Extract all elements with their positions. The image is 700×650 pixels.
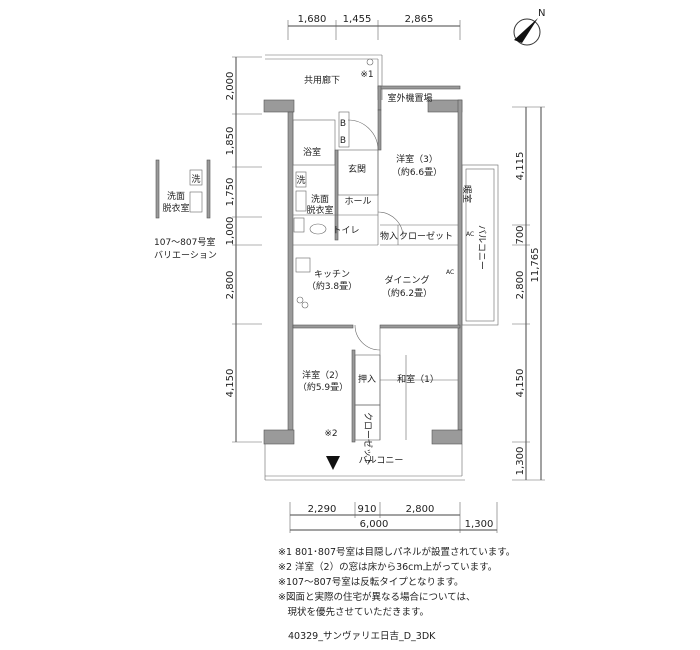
svg-text:脱衣室: 脱衣室 bbox=[162, 202, 189, 214]
room-bath: 浴室 bbox=[303, 146, 321, 158]
room-kitchen: キッチン bbox=[314, 269, 350, 280]
svg-text:バリエーション: バリエーション bbox=[154, 250, 217, 261]
svg-text:N: N bbox=[538, 8, 545, 19]
common-corridor: 共用廊下 ※1 bbox=[265, 54, 383, 100]
dim-right-4: 4,150 bbox=[515, 369, 526, 398]
variation-label: 107〜807号室 bbox=[154, 236, 215, 248]
dim-right-1: 4,115 bbox=[515, 152, 526, 181]
outdoor-unit-space: 室外機置場 bbox=[387, 92, 432, 104]
room-entrance: 玄関 bbox=[348, 163, 366, 175]
dim-right-total: 11,765 bbox=[530, 248, 541, 283]
dim-right-5: 1,300 bbox=[515, 447, 526, 476]
dim-left-1: 2,000 bbox=[225, 72, 236, 101]
north-compass-icon: N bbox=[513, 8, 545, 46]
svg-text:洗: 洗 bbox=[296, 174, 305, 186]
balcony-right: バルコニー bbox=[476, 225, 487, 270]
svg-text:（約3.8畳）: （約3.8畳） bbox=[307, 280, 357, 292]
ac-icon: AC bbox=[446, 269, 454, 276]
svg-text:暖室: 暖室 bbox=[461, 185, 473, 203]
svg-text:洗: 洗 bbox=[191, 173, 200, 185]
svg-text:洗面: 洗面 bbox=[167, 190, 185, 202]
svg-text:※1: ※1 bbox=[360, 70, 373, 80]
arrow-down-icon bbox=[326, 456, 340, 470]
dim-top-3: 2,865 bbox=[405, 14, 434, 25]
room-closet: クローゼット bbox=[399, 230, 453, 242]
interior-lines bbox=[264, 111, 499, 481]
walls bbox=[263, 85, 463, 445]
svg-text:※2: ※2 bbox=[324, 429, 337, 439]
note: 現状を優先させていただきます。 bbox=[278, 607, 430, 618]
note: ※107〜807号室は反転タイプとなります。 bbox=[278, 577, 464, 588]
svg-text:共用廊下: 共用廊下 bbox=[304, 74, 340, 86]
dim-left-3: 1,750 bbox=[225, 178, 236, 207]
dim-left-5: 2,800 bbox=[225, 271, 236, 300]
room-storage: 物入 bbox=[380, 230, 398, 242]
dim-top-2: 1,455 bbox=[343, 14, 372, 25]
dim-top-1: 1,680 bbox=[298, 14, 327, 25]
room-closet-vertical: クローゼット bbox=[362, 412, 374, 466]
room-japanese-1: 和室（1） bbox=[397, 373, 439, 385]
room-toilet: トイレ bbox=[332, 226, 359, 236]
room-dining: ダイニング bbox=[384, 274, 429, 286]
ac-icon: AC bbox=[466, 231, 474, 238]
dim-bottom-total: 6,000 bbox=[360, 519, 389, 530]
svg-text:B: B bbox=[340, 119, 346, 129]
balcony-bottom: バルコニー bbox=[359, 455, 404, 466]
room-washroom: 洗面 bbox=[311, 193, 329, 205]
dim-bottom-balcony: 1,300 bbox=[465, 519, 494, 530]
top-dimensions: 1,680 1,455 2,865 bbox=[287, 14, 461, 40]
room-western-2: 洋室（2） bbox=[302, 369, 344, 381]
svg-text:B: B bbox=[340, 136, 346, 146]
dim-bottom-3: 2,800 bbox=[406, 504, 435, 515]
dim-bottom-1: 2,290 bbox=[308, 504, 337, 515]
svg-text:脱衣室: 脱衣室 bbox=[306, 204, 333, 216]
note: ※2 洋室（2）の窓は床から36cm上がっています。 bbox=[278, 562, 498, 573]
left-dimensions: 2,000 1,850 1,750 1,000 2,800 4,150 bbox=[225, 56, 262, 443]
dim-left-4: 1,000 bbox=[225, 217, 236, 246]
room-western-3: 洋室（3） bbox=[396, 153, 438, 165]
dim-right-2: 700 bbox=[515, 225, 526, 244]
room-hall: ホール bbox=[344, 196, 371, 207]
room-oshiire: 押入 bbox=[358, 373, 376, 385]
svg-text:（約5.9畳）: （約5.9畳） bbox=[298, 381, 348, 393]
dim-right-3: 2,800 bbox=[515, 271, 526, 300]
notes: ※1 801･807号室は目隠しパネルが設置されています。 ※2 洋室（2）の窓… bbox=[278, 545, 515, 620]
right-dimensions: 4,115 700 2,800 4,150 1,300 11,765 bbox=[512, 106, 545, 481]
note: ※1 801･807号室は目隠しパネルが設置されています。 bbox=[278, 547, 516, 558]
dim-bottom-2: 910 bbox=[357, 504, 376, 515]
dim-left-6: 4,150 bbox=[225, 369, 236, 398]
svg-text:（約6.2畳）: （約6.2畳） bbox=[382, 287, 432, 299]
room-labels: 室外機置場 B B 浴室 玄関 洋室（3） （約6.6畳） 洗 洗面 脱衣室 ホ… bbox=[296, 92, 487, 470]
variation-inset: 洗 洗面 脱衣室 107〜807号室 バリエーション bbox=[154, 159, 217, 261]
svg-text:（約6.6畳）: （約6.6畳） bbox=[392, 166, 442, 178]
note: ※図面と実際の住宅が異なる場合については、 bbox=[278, 592, 476, 603]
plan-code: 40329_サンヴァリエ日吉_D_3DK bbox=[288, 631, 436, 642]
bottom-dimensions: 2,290 910 2,800 6,000 1,300 bbox=[289, 502, 498, 533]
dim-left-2: 1,850 bbox=[225, 127, 236, 156]
